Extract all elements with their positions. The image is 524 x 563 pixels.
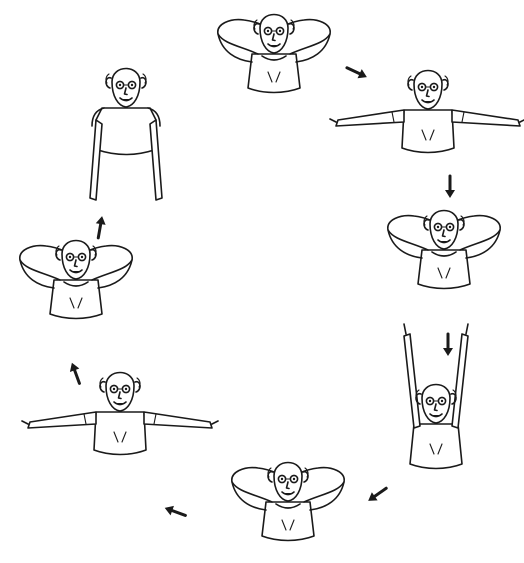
arrow-up xyxy=(67,361,84,385)
arrow-down xyxy=(445,176,455,198)
arrow-down-left xyxy=(365,484,389,505)
arrow-left xyxy=(163,503,187,520)
arrow-right xyxy=(345,63,369,81)
step-8-figure xyxy=(90,69,162,201)
step-5-figure xyxy=(232,463,344,541)
step-4-figure xyxy=(404,324,468,469)
step-3-figure xyxy=(388,211,500,289)
step-2-figure xyxy=(330,71,524,153)
step-7-figure xyxy=(20,241,132,319)
arrow-down xyxy=(443,334,453,356)
step-1-figure xyxy=(218,15,330,93)
step-6-figure xyxy=(22,373,218,455)
arrow-up xyxy=(93,215,107,238)
